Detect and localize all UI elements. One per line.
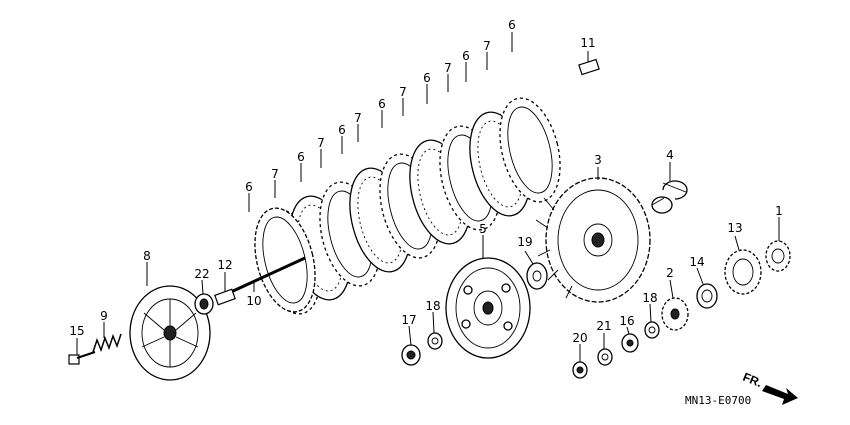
callout-7e: 7: [317, 136, 325, 150]
callout-6a: 6: [508, 18, 516, 32]
washer-18-left: [427, 332, 443, 350]
nut-17: [401, 344, 421, 366]
clutch-plate-stack: [254, 97, 561, 315]
callout-3: 3: [594, 153, 602, 167]
callout-6b: 6: [462, 49, 470, 63]
callout-22: 22: [194, 267, 209, 281]
callout-7b: 7: [444, 61, 452, 75]
collar-11: [578, 58, 600, 76]
callout-9: 9: [100, 309, 108, 323]
push-rod: [219, 256, 306, 299]
callout-12: 12: [217, 258, 232, 272]
callout-6d: 6: [378, 97, 386, 111]
callout-18a: 18: [425, 299, 440, 313]
callout-7d: 7: [354, 111, 362, 125]
callout-14: 14: [689, 255, 704, 269]
lifter-piece: [214, 288, 236, 306]
washer-21: [597, 348, 613, 366]
nut-16: [621, 333, 639, 353]
callout-7a: 7: [483, 39, 491, 53]
clutch-spring: [92, 333, 122, 353]
callout-7f: 7: [271, 167, 279, 181]
callout-6g: 6: [245, 180, 253, 194]
callout-5: 5: [479, 222, 487, 236]
callout-6f: 6: [297, 150, 305, 164]
callout-13: 13: [727, 221, 742, 235]
callout-8: 8: [143, 249, 151, 263]
bearing-22: [194, 293, 214, 315]
callout-7c: 7: [399, 85, 407, 99]
callout-11: 11: [580, 36, 595, 50]
callout-17: 17: [401, 313, 416, 327]
callout-15: 15: [69, 324, 84, 338]
callout-21: 21: [596, 319, 611, 333]
callout-18b: 18: [642, 291, 657, 305]
leader-lines: [76, 32, 780, 362]
callout-16: 16: [619, 314, 634, 328]
callout-1: 1: [775, 204, 783, 218]
callout-10: 10: [246, 294, 261, 308]
diagram-code: MN13-E0700: [685, 394, 751, 407]
bolt-15: [68, 351, 96, 365]
callout-6c: 6: [423, 71, 431, 85]
front-direction-indicator: FR.: [741, 370, 798, 405]
clutch-outer: [535, 177, 651, 303]
collar: [651, 180, 688, 214]
callout-labels: 1 2 3 4 5 6 6 6 6 6 6 6 7 7 7 7 7 7 7 8 …: [69, 18, 782, 345]
sprocket-2: [661, 297, 689, 331]
callout-6e: 6: [338, 123, 346, 137]
callout-19: 19: [517, 235, 532, 249]
callout-4: 4: [666, 148, 674, 162]
callout-20: 20: [572, 331, 587, 345]
gear-1: [765, 240, 791, 272]
washer-18-right: [644, 321, 660, 339]
thrust-washer-19: [526, 262, 548, 290]
pressure-plate: [129, 285, 211, 381]
gear-13: [724, 249, 762, 295]
front-arrow-icon: [762, 385, 798, 405]
front-label: FR.: [741, 370, 764, 390]
bearing-20: [572, 361, 588, 379]
clutch-center: [445, 257, 531, 359]
needle-bearing-14: [696, 283, 718, 309]
callout-2: 2: [666, 266, 674, 280]
